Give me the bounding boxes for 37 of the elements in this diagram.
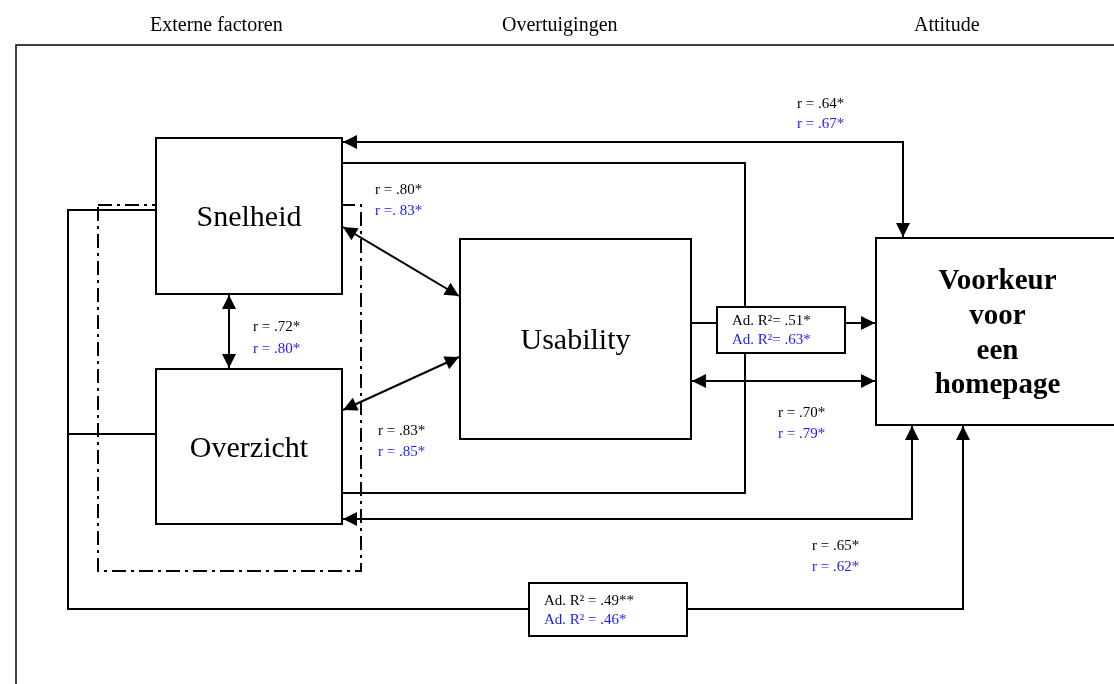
construct-box bbox=[875, 237, 1114, 426]
connector-arrow bbox=[222, 294, 236, 369]
correlation-label: r =. 83* bbox=[375, 201, 423, 219]
box-text: Ad. R² = .49** bbox=[543, 590, 635, 610]
construct-box bbox=[459, 238, 692, 440]
box-text: Snelheid bbox=[196, 198, 302, 234]
correlation-label: r = .67* bbox=[797, 114, 845, 132]
box-text: Ad. R² = .46* bbox=[543, 609, 627, 629]
statistic-box bbox=[716, 306, 846, 354]
construct-box bbox=[155, 368, 343, 525]
connector-arrow bbox=[691, 374, 876, 388]
correlation-label: r = .72* bbox=[253, 317, 301, 335]
connector-arrow bbox=[342, 226, 460, 297]
box-text: Voorkeur voor een homepage bbox=[933, 261, 1062, 402]
correlation-label: r = .79* bbox=[778, 424, 826, 442]
correlation-label: r = .70* bbox=[778, 403, 826, 421]
construct-box bbox=[155, 137, 343, 295]
connector-arrow bbox=[342, 425, 919, 526]
correlation-label: r = .62* bbox=[812, 557, 860, 575]
correlation-label: r = .83* bbox=[378, 421, 426, 439]
correlation-label: r = .65* bbox=[812, 536, 860, 554]
connector-arrow bbox=[687, 425, 970, 610]
correlation-label: r = .64* bbox=[797, 94, 845, 112]
correlation-label: r = .85* bbox=[378, 442, 426, 460]
connector-arrow bbox=[342, 135, 910, 238]
connector-arrow bbox=[845, 316, 876, 330]
correlation-label: r = .80* bbox=[375, 180, 423, 198]
connector-arrow bbox=[342, 356, 460, 411]
dash-dot-group-frame bbox=[97, 204, 362, 572]
column-heading: Externe factoren bbox=[150, 15, 283, 33]
box-text: Ad. R²= .63* bbox=[731, 330, 811, 349]
correlation-label: r = .80* bbox=[253, 339, 301, 357]
column-heading: Attitude bbox=[914, 15, 980, 33]
box-text: Overzicht bbox=[189, 428, 309, 465]
box-text: Ad. R²= .51* bbox=[731, 311, 811, 330]
box-text: Usability bbox=[520, 321, 631, 357]
statistic-box bbox=[528, 582, 688, 637]
